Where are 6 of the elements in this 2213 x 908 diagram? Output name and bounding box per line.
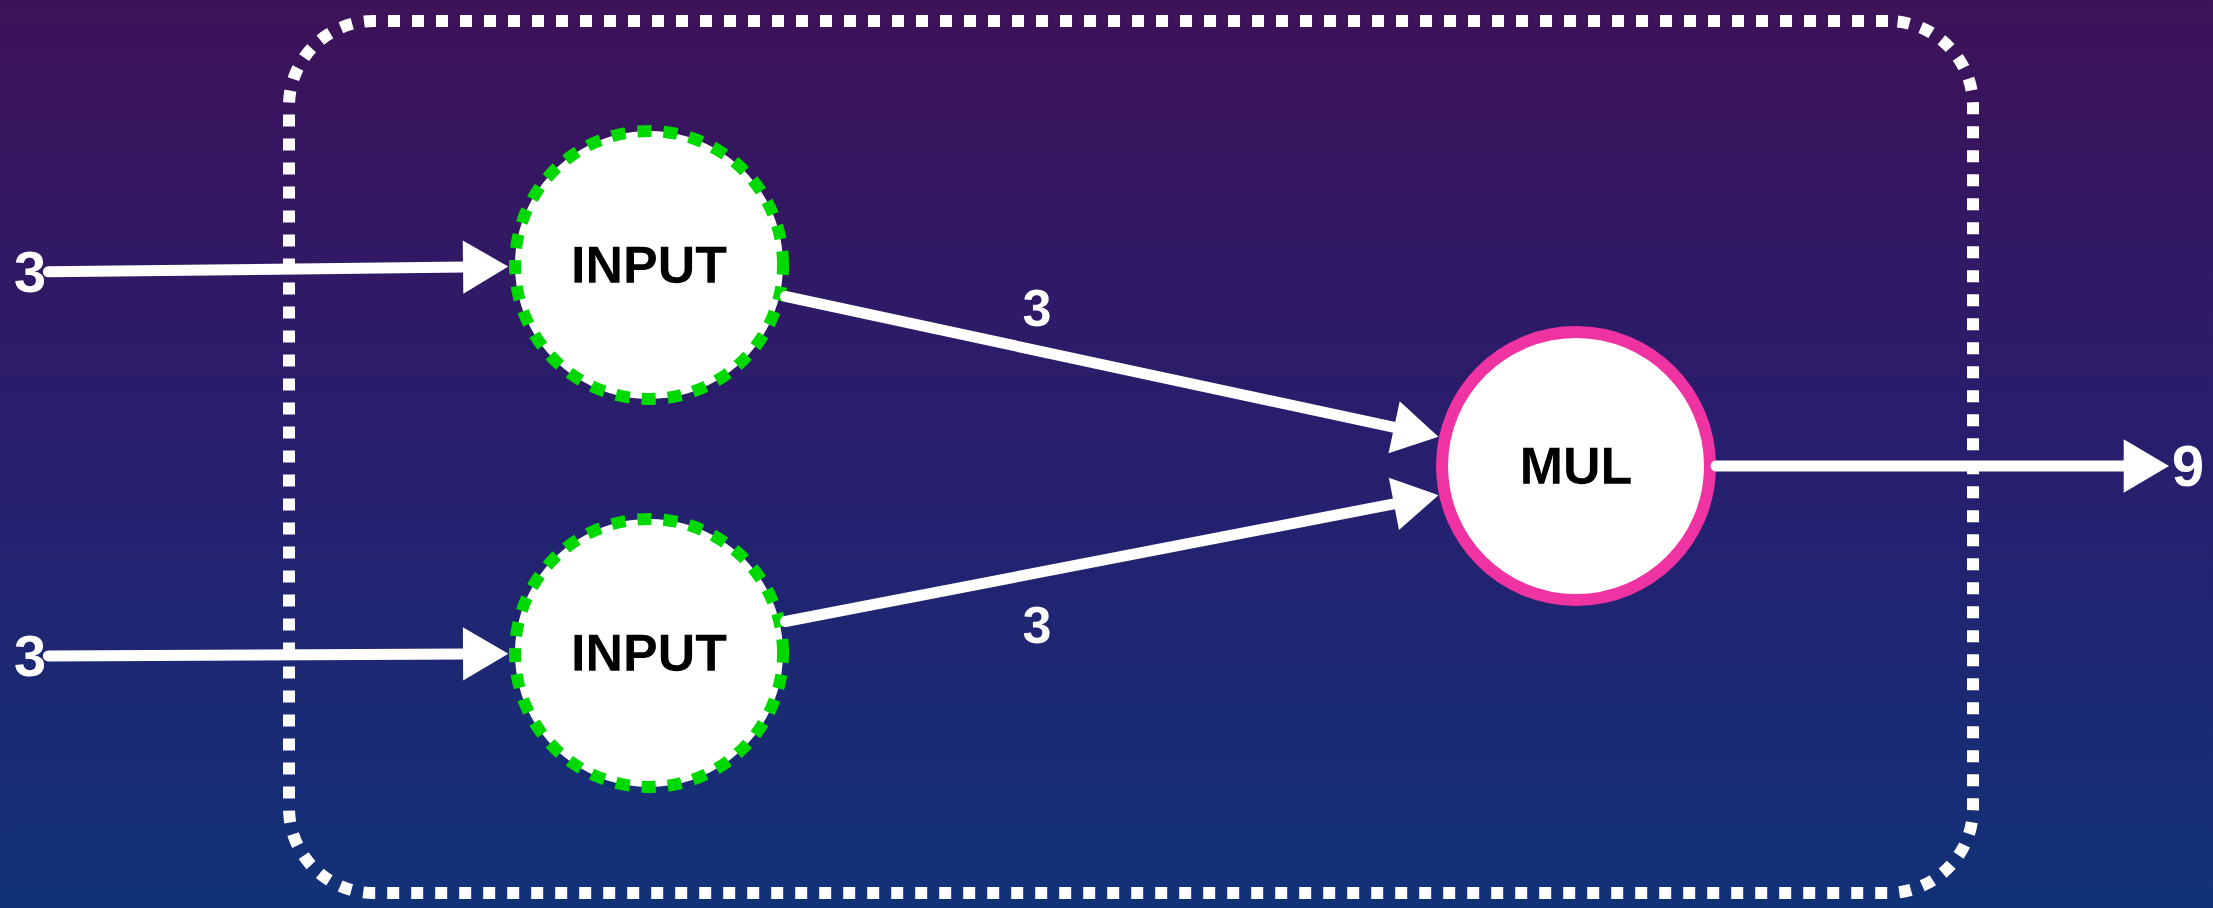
edge-label: 3 (1023, 606, 1050, 644)
value-label: 3 (15, 635, 45, 677)
value-label: 3 (15, 251, 45, 293)
dotted-boundary (283, 15, 1979, 899)
value-label: 9 (2173, 445, 2202, 487)
edge-label: 3 (1023, 289, 1050, 327)
